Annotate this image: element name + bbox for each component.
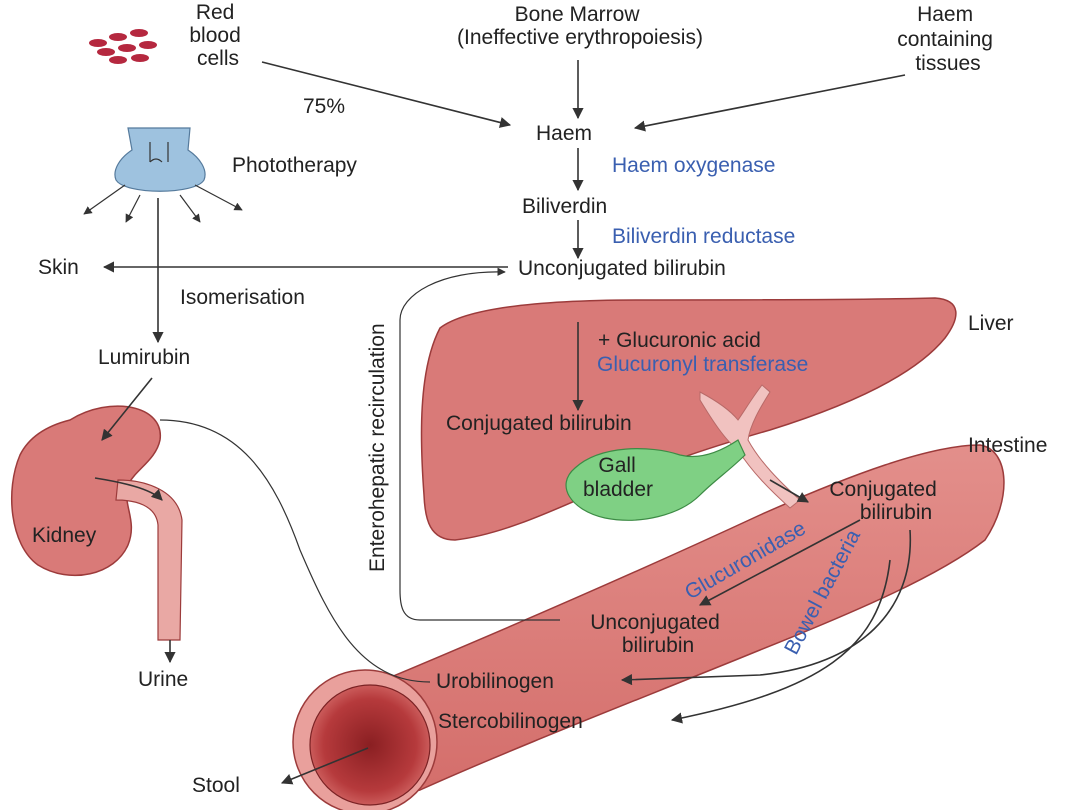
- phototherapy-label: Phototherapy: [232, 154, 357, 177]
- conjugated-bilirubin-label: Conjugated bilirubin: [446, 412, 632, 435]
- intestine-unconjugated-label: Unconjugated bilirubin: [590, 611, 725, 657]
- enterohepatic-label: Enterohepatic recirculation: [366, 323, 389, 572]
- glucuronyl-transferase-label: Glucuronyl transferase: [597, 353, 808, 376]
- gall-bladder-label: Gall bladder: [583, 454, 653, 501]
- stercobilinogen-label: Stercobilinogen: [438, 710, 583, 733]
- lumirubin-label: Lumirubin: [98, 346, 190, 369]
- isomerisation-label: Isomerisation: [180, 286, 305, 309]
- red-blood-cells-icon: [89, 29, 157, 64]
- urine-label: Urine: [138, 668, 188, 691]
- intestine-label: Intestine: [968, 434, 1047, 457]
- glucuronic-acid-label: + Glucuronic acid: [598, 329, 761, 352]
- percent-label: 75%: [303, 95, 345, 118]
- haem-tissues-label: Haem containing tissues: [897, 3, 999, 75]
- connectors: [83, 60, 912, 785]
- kidney-shape: [11, 405, 161, 577]
- gall-bladder-shape: [565, 439, 746, 521]
- stool-label: Stool: [192, 774, 240, 797]
- bone-marrow-label: Bone Marrow (Ineffective erythropoiesis): [457, 3, 703, 49]
- skin-label: Skin: [38, 256, 79, 279]
- haem-label: Haem: [536, 122, 592, 145]
- lamp-icon: [114, 127, 206, 192]
- ureter-shape: [115, 479, 183, 641]
- biliverdin-reductase-label: Biliverdin reductase: [612, 225, 795, 248]
- unconjugated-bilirubin-label: Unconjugated bilirubin: [518, 257, 726, 280]
- intestine-conjugated-label: Conjugated bilirubin: [829, 478, 942, 524]
- biliverdin-label: Biliverdin: [522, 195, 607, 218]
- kidney-label: Kidney: [32, 524, 97, 547]
- liver-label: Liver: [968, 312, 1014, 335]
- intestine-lumen: [309, 684, 431, 806]
- haem-oxygenase-label: Haem oxygenase: [612, 154, 775, 177]
- liver-shape: [420, 297, 957, 541]
- urobilinogen-label: Urobilinogen: [436, 670, 554, 693]
- red-blood-cells-label: Red blood cells: [189, 1, 246, 70]
- lamp-filament-icon: [149, 142, 169, 163]
